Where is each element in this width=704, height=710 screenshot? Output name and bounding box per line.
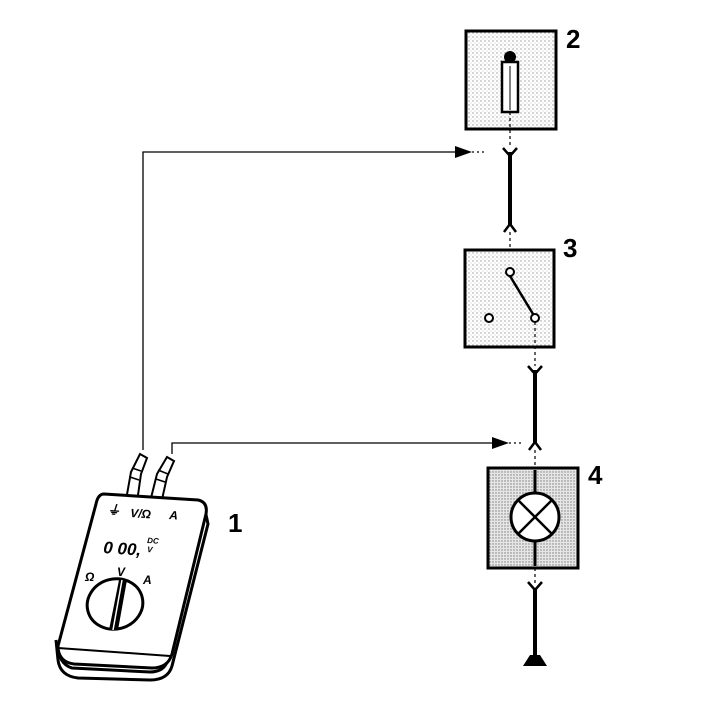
range-selector-dial <box>85 577 145 631</box>
callout-4: 4 <box>588 460 603 490</box>
ground-icon <box>523 655 547 666</box>
switch-contact-top <box>505 267 515 277</box>
wire-fuse-switch <box>502 147 518 233</box>
switch-box <box>463 248 556 349</box>
switch-component <box>463 232 556 366</box>
callout-2: 2 <box>566 24 580 54</box>
display-unit-v: V <box>147 545 154 554</box>
fuse-contact <box>504 51 516 63</box>
display-unit-dc: DC <box>147 536 159 546</box>
callout-1: 1 <box>228 508 242 538</box>
multimeter: ⏚ V/Ω A 0 00, DC V Ω V A <box>54 452 210 682</box>
dial-a-label: A <box>142 573 152 587</box>
test-lead-lower <box>171 437 522 454</box>
switch-contact-right <box>530 313 540 323</box>
switch-lever <box>508 275 535 315</box>
multimeter-case-base <box>54 509 210 682</box>
terminal-a-label: A <box>168 508 179 523</box>
lamp-component <box>486 450 580 570</box>
dial-v-label: V <box>117 565 126 579</box>
display-reading: 0 00, <box>103 538 142 560</box>
test-lead-upper <box>142 146 486 450</box>
terminal-ground-label: ⏚ <box>107 502 121 518</box>
dial-ohm-label: Ω <box>84 570 95 584</box>
switch-contact-left <box>484 313 494 323</box>
wire-lamp-ground <box>523 568 547 666</box>
fuse-component <box>464 29 558 148</box>
callout-3: 3 <box>563 233 577 263</box>
probe-arrow-upper <box>455 146 472 158</box>
wire-switch-lamp <box>527 365 543 451</box>
terminal-v-ohm-label: V/Ω <box>130 506 152 521</box>
probe-arrow-lower <box>492 437 509 449</box>
